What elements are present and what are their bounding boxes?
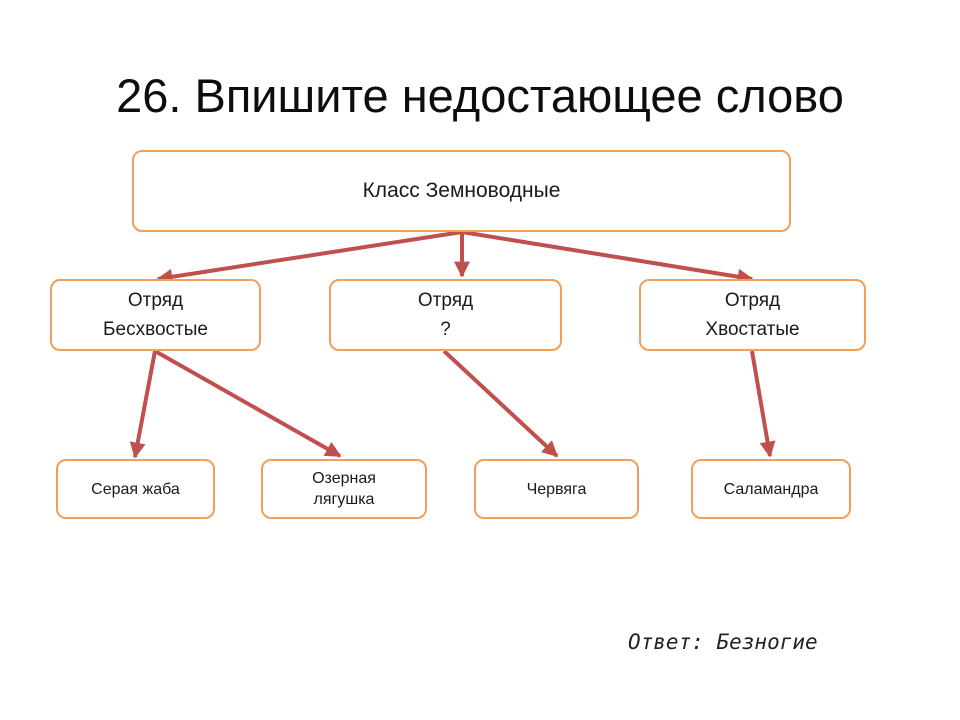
order-node-3-line1: Отряд xyxy=(724,290,781,311)
order-node-2-line1: Отряд xyxy=(417,290,474,311)
species-node-2-line2: лягушка xyxy=(313,491,375,508)
order-node-1-line1: Отряд xyxy=(127,290,184,311)
species-node-2-line1: Озерная xyxy=(312,470,376,487)
species-node-3: Червяга xyxy=(474,459,639,519)
arrow-order-3-to-species-4 xyxy=(750,350,776,458)
arrow-order-2-to-species-3 xyxy=(442,349,559,458)
answer-text: Ответ: Безногие xyxy=(628,630,818,654)
order-node-3: Отряд Хвостатые xyxy=(639,279,866,351)
species-node-4: Саламандра xyxy=(691,459,851,519)
slide-title: 26. Впишите недостающее слово xyxy=(116,69,844,122)
species-node-3-line1: Червяга xyxy=(526,480,587,498)
root-node-label: Класс Земноводные xyxy=(362,179,561,202)
order-node-1: Отряд Бесхвостые xyxy=(50,279,261,351)
order-node-3-line2: Хвостатые xyxy=(705,319,800,340)
order-node-2: Отряд ? xyxy=(329,279,562,351)
order-node-1-line2: Бесхвостые xyxy=(103,319,208,340)
arrow-root-to-order-1 xyxy=(156,230,463,285)
order-node-2-line2: ? xyxy=(440,319,451,340)
arrow-order-1-to-species-1 xyxy=(129,350,157,459)
species-node-1-line1: Серая жаба xyxy=(91,480,180,498)
root-node: Класс Земноводные xyxy=(132,150,791,232)
arrow-root-to-order-3 xyxy=(461,230,754,285)
species-node-1: Серая жаба xyxy=(56,459,215,519)
arrow-order-1-to-species-2 xyxy=(154,349,342,458)
species-node-4-line1: Саламандра xyxy=(723,480,819,498)
species-node-2: Озерная лягушка xyxy=(261,459,427,519)
